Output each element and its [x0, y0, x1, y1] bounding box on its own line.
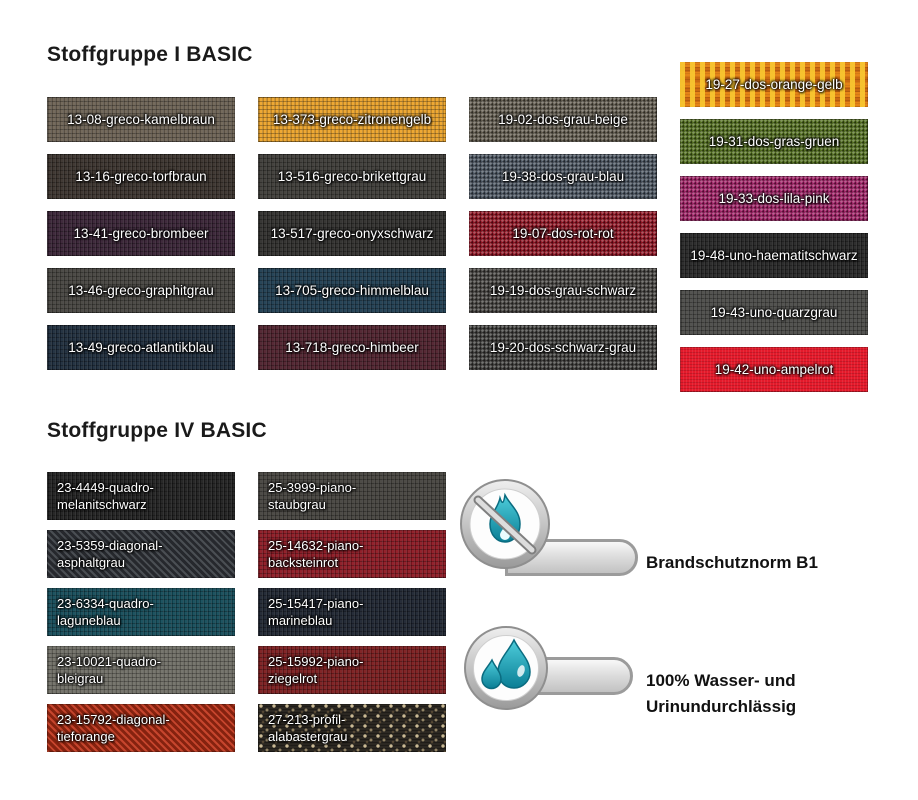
fabric-swatch: 25-14632-piano- backsteinrot: [258, 530, 446, 578]
fabric-swatch: 23-15792-diagonal- tieforange: [47, 704, 235, 752]
fabric-swatch: 19-38-dos-grau-blau: [469, 154, 657, 199]
fabric-swatch: 23-6334-quadro- laguneblau: [47, 588, 235, 636]
swatch-label: 13-705-greco-himmelblau: [275, 282, 429, 298]
fabric-swatch: 19-48-uno-haematitschwarz: [680, 233, 868, 278]
fabric-swatch: 19-31-dos-gras-gruen: [680, 119, 868, 164]
swatch-label: 19-19-dos-grau-schwarz: [489, 282, 637, 298]
swatch-label: 13-49-greco-atlantikblau: [68, 339, 214, 355]
swatch-grid-stoffgruppe-4: 23-4449-quadro- melanitschwarz 23-5359-di…: [47, 472, 446, 752]
fabric-swatch: 13-718-greco-himbeer: [258, 325, 446, 370]
swatch-label: 19-02-dos-grau-beige: [498, 111, 628, 127]
fabric-swatch: 25-3999-piano- staubgrau: [258, 472, 446, 520]
fabric-swatch: 13-08-greco-kamelbraun: [47, 97, 235, 142]
swatch-column: 25-3999-piano- staubgrau 25-14632-piano- …: [258, 472, 446, 752]
fabric-swatch: 13-373-greco-zitronengelb: [258, 97, 446, 142]
swatch-label: 23-4449-quadro- melanitschwarz: [57, 480, 154, 512]
swatch-label: 23-5359-diagonal- asphaltgrau: [57, 538, 163, 570]
swatch-column: 19-27-dos-orange-gelb 19-31-dos-gras-grue…: [680, 62, 868, 392]
swatch-column: 13-373-greco-zitronengelb 13-516-greco-br…: [258, 97, 446, 370]
swatch-label: 19-07-dos-rot-rot: [512, 225, 614, 241]
swatch-label: 19-43-uno-quarzgrau: [710, 304, 838, 320]
swatch-label: 25-14632-piano- backsteinrot: [268, 538, 364, 570]
swatch-label: 19-48-uno-haematitschwarz: [690, 247, 858, 263]
swatch-label: 19-31-dos-gras-gruen: [708, 133, 840, 149]
swatch-column: 23-4449-quadro- melanitschwarz 23-5359-di…: [47, 472, 235, 752]
swatch-label: 13-08-greco-kamelbraun: [67, 111, 215, 127]
swatch-label: 13-718-greco-himbeer: [285, 339, 419, 355]
badge-label-wasserdicht: 100% Wasser- und Urinundurchlässig: [646, 671, 797, 716]
no-fire-icon: [460, 479, 550, 569]
swatch-label: 19-33-dos-lila-pink: [718, 190, 830, 206]
fabric-swatch: 25-15417-piano- marineblau: [258, 588, 446, 636]
swatch-label: 19-42-uno-ampelrot: [714, 361, 834, 377]
fabric-swatch: 13-16-greco-torfbraun: [47, 154, 235, 199]
swatch-label: 25-3999-piano- staubgrau: [268, 480, 357, 512]
swatch-label: 27-213-profil- alabastergrau: [268, 712, 348, 744]
swatch-label: 19-27-dos-orange-gelb: [705, 76, 843, 92]
fabric-swatch: 13-41-greco-brombeer: [47, 211, 235, 256]
swatch-column: 19-02-dos-grau-beige 19-38-dos-grau-blau 1…: [469, 97, 657, 370]
swatch-label: 13-516-greco-brikettgrau: [277, 168, 427, 184]
fabric-swatch: 19-42-uno-ampelrot: [680, 347, 868, 392]
swatch-label: 23-15792-diagonal- tieforange: [57, 712, 170, 744]
fabric-swatch: 19-19-dos-grau-schwarz: [469, 268, 657, 313]
swatch-label: 19-20-dos-schwarz-grau: [489, 339, 637, 355]
fabric-swatch: 19-20-dos-schwarz-grau: [469, 325, 657, 370]
fabric-swatch: 23-10021-quadro- bleigrau: [47, 646, 235, 694]
swatch-column: 13-08-greco-kamelbraun 13-16-greco-torfbr…: [47, 97, 235, 370]
fabric-swatch: 23-5359-diagonal- asphaltgrau: [47, 530, 235, 578]
fabric-swatch: 19-43-uno-quarzgrau: [680, 290, 868, 335]
fabric-swatch: 27-213-profil- alabastergrau: [258, 704, 446, 752]
badge-label-brandschutz: Brandschutznorm B1: [646, 553, 818, 572]
fabric-swatch: 13-705-greco-himmelblau: [258, 268, 446, 313]
fabric-swatch: 19-07-dos-rot-rot: [469, 211, 657, 256]
section-title-stoffgruppe-4: Stoffgruppe IV BASIC: [47, 419, 267, 442]
swatch-label: 13-517-greco-onyxschwarz: [270, 225, 434, 241]
fabric-swatch: 19-02-dos-grau-beige: [469, 97, 657, 142]
swatch-label: 13-16-greco-torfbraun: [75, 168, 207, 184]
swatch-label: 23-10021-quadro- bleigrau: [57, 654, 162, 686]
water-drops-icon: [464, 626, 548, 710]
fabric-swatch: 25-15992-piano- ziegelrot: [258, 646, 446, 694]
swatch-grid-stoffgruppe-1: 13-08-greco-kamelbraun 13-16-greco-torfbr…: [47, 62, 868, 392]
fabric-swatch: 13-516-greco-brikettgrau: [258, 154, 446, 199]
fabric-swatch: 13-517-greco-onyxschwarz: [258, 211, 446, 256]
fabric-swatch: 13-49-greco-atlantikblau: [47, 325, 235, 370]
swatch-label: 13-46-greco-graphitgrau: [68, 282, 214, 298]
swatch-label: 23-6334-quadro- laguneblau: [57, 596, 154, 628]
fabric-swatch: 19-33-dos-lila-pink: [680, 176, 868, 221]
fabric-swatch: 19-27-dos-orange-gelb: [680, 62, 868, 107]
swatch-label: 19-38-dos-grau-blau: [501, 168, 625, 184]
swatch-label: 25-15992-piano- ziegelrot: [268, 654, 364, 686]
section-title-stoffgruppe-1: Stoffgruppe I BASIC: [47, 43, 253, 66]
swatch-label: 13-373-greco-zitronengelb: [272, 111, 432, 127]
swatch-label: 25-15417-piano- marineblau: [268, 596, 364, 628]
fabric-swatch: 23-4449-quadro- melanitschwarz: [47, 472, 235, 520]
swatch-label: 13-41-greco-brombeer: [73, 225, 209, 241]
fabric-swatch: 13-46-greco-graphitgrau: [47, 268, 235, 313]
